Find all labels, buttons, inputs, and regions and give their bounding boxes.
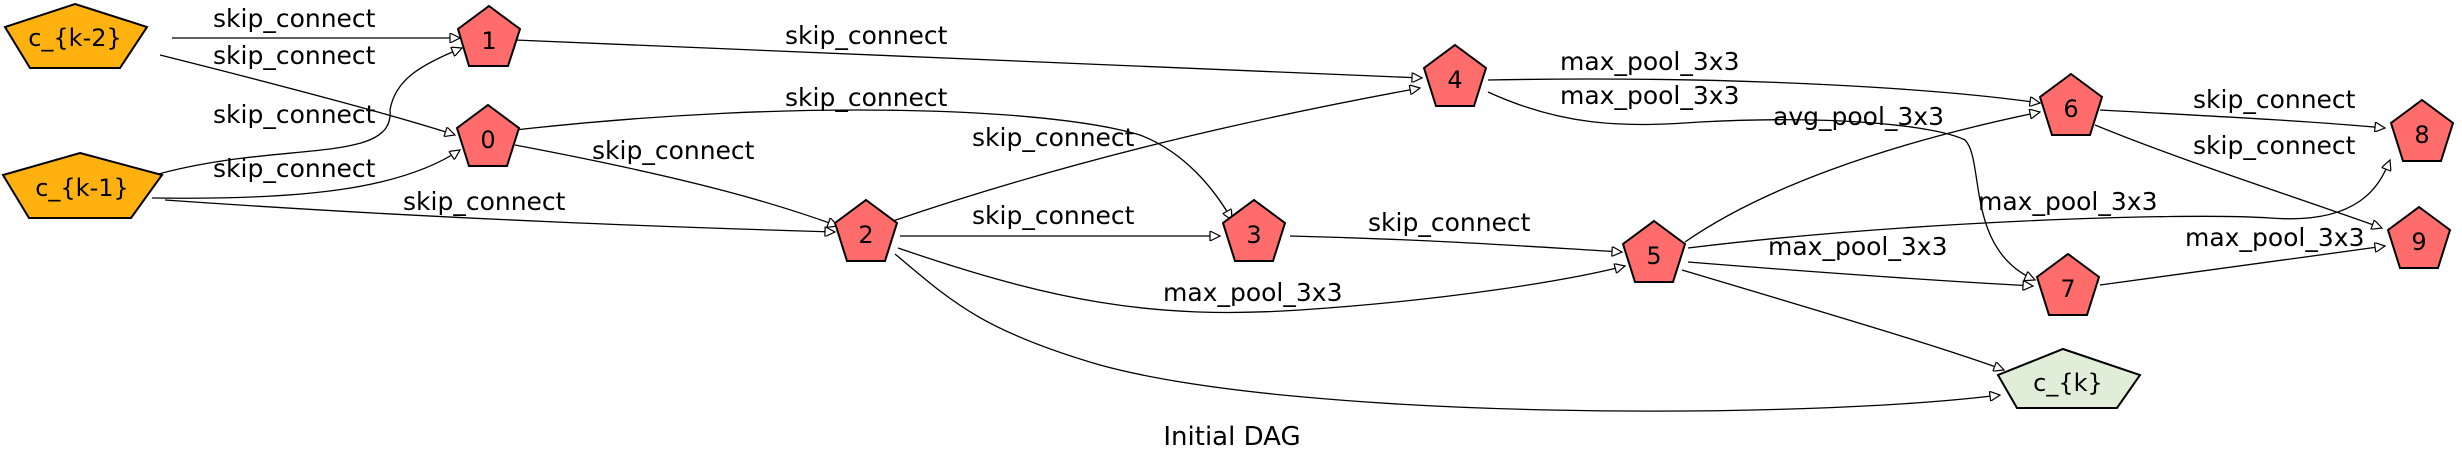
edge-label-3-5: skip_connect bbox=[1368, 208, 1531, 237]
node-ck2: c_{k-2} bbox=[3, 2, 149, 69]
edge-ck1-1 bbox=[154, 48, 462, 176]
node-6: 6 bbox=[2038, 72, 2104, 136]
node-4: 4 bbox=[1422, 43, 1488, 107]
edge-2-4 bbox=[889, 88, 1420, 223]
node-1: 1 bbox=[456, 4, 522, 67]
node-5-label: 5 bbox=[1646, 242, 1661, 270]
node-9-label: 9 bbox=[2411, 228, 2426, 256]
edge-label-2-4: skip_connect bbox=[972, 123, 1135, 152]
node-1-label: 1 bbox=[481, 27, 496, 55]
node-7: 7 bbox=[2035, 252, 2101, 316]
edge-1-4 bbox=[514, 39, 1422, 78]
edge-label-5-8: max_pool_3x3 bbox=[1978, 187, 2157, 216]
node-ck1-label: c_{k-1} bbox=[35, 174, 129, 202]
nodes: c_{k-2} c_{k-1} 1 0 2 3 4 5 bbox=[1, 2, 2455, 409]
node-6-label: 6 bbox=[2063, 95, 2078, 123]
edge-5-6 bbox=[1684, 112, 2040, 243]
edge-0-3 bbox=[514, 109, 1232, 220]
edge-label-6-9: skip_connect bbox=[2193, 131, 2356, 160]
edge-label-ck1-1: skip_connect bbox=[213, 100, 376, 129]
node-0-label: 0 bbox=[480, 126, 495, 154]
node-ck-label: c_{k} bbox=[2033, 369, 2103, 397]
node-4-label: 4 bbox=[1447, 66, 1462, 94]
edge-2-ck bbox=[894, 253, 2000, 412]
node-5: 5 bbox=[1621, 219, 1687, 283]
edge-5-8 bbox=[1687, 160, 2390, 249]
node-ck: c_{k} bbox=[1996, 347, 2142, 409]
node-9: 9 bbox=[2386, 205, 2452, 269]
edge-5-ck bbox=[1681, 269, 2004, 370]
edge-labels: skip_connect skip_connect skip_connect s… bbox=[213, 4, 2364, 307]
node-0: 0 bbox=[455, 103, 521, 167]
edge-label-2-3: skip_connect bbox=[972, 201, 1135, 230]
node-3-label: 3 bbox=[1246, 221, 1261, 249]
edge-4-6 bbox=[1487, 78, 2040, 103]
edge-3-5 bbox=[1289, 235, 1622, 252]
edge-label-ck2-0: skip_connect bbox=[213, 41, 376, 70]
edge-ck1-0 bbox=[151, 150, 460, 199]
edge-label-ck1-0: skip_connect bbox=[213, 154, 376, 183]
node-ck1: c_{k-1} bbox=[1, 151, 164, 219]
edge-4-7 bbox=[1487, 91, 2035, 280]
edge-7-9 bbox=[2099, 246, 2385, 286]
edges bbox=[151, 38, 2390, 412]
edge-label-5-6: avg_pool_3x3 bbox=[1773, 102, 1944, 131]
edge-label-1-4: skip_connect bbox=[785, 21, 948, 50]
edge-label-7-9: max_pool_3x3 bbox=[2185, 223, 2364, 252]
edge-label-5-7: max_pool_3x3 bbox=[1768, 232, 1947, 261]
edge-6-8 bbox=[2099, 109, 2385, 128]
edge-label-0-3: skip_connect bbox=[785, 83, 948, 112]
edge-5-7 bbox=[1687, 261, 2033, 286]
edge-0-2 bbox=[514, 144, 838, 226]
node-7-label: 7 bbox=[2060, 275, 2075, 303]
node-3: 3 bbox=[1221, 198, 1287, 262]
node-8-label: 8 bbox=[2414, 121, 2429, 149]
node-ck2-label: c_{k-2} bbox=[28, 24, 122, 52]
edge-ck1-2 bbox=[164, 199, 835, 232]
node-2: 2 bbox=[833, 198, 899, 262]
edge-6-9 bbox=[2094, 124, 2382, 228]
edge-label-4-6: max_pool_3x3 bbox=[1560, 47, 1739, 76]
edge-label-ck2-1: skip_connect bbox=[213, 4, 376, 33]
edge-label-ck1-2: skip_connect bbox=[403, 187, 566, 216]
edge-label-4-7: max_pool_3x3 bbox=[1560, 81, 1739, 110]
diagram-caption: Initial DAG bbox=[1163, 422, 1300, 452]
edge-ck2-0 bbox=[159, 54, 455, 135]
node-2-label: 2 bbox=[858, 221, 873, 249]
edge-label-0-2: skip_connect bbox=[592, 136, 755, 165]
edge-2-5 bbox=[897, 247, 1625, 314]
edge-label-6-8: skip_connect bbox=[2193, 85, 2356, 114]
node-8: 8 bbox=[2389, 98, 2455, 162]
edge-label-2-5: max_pool_3x3 bbox=[1163, 278, 1342, 307]
